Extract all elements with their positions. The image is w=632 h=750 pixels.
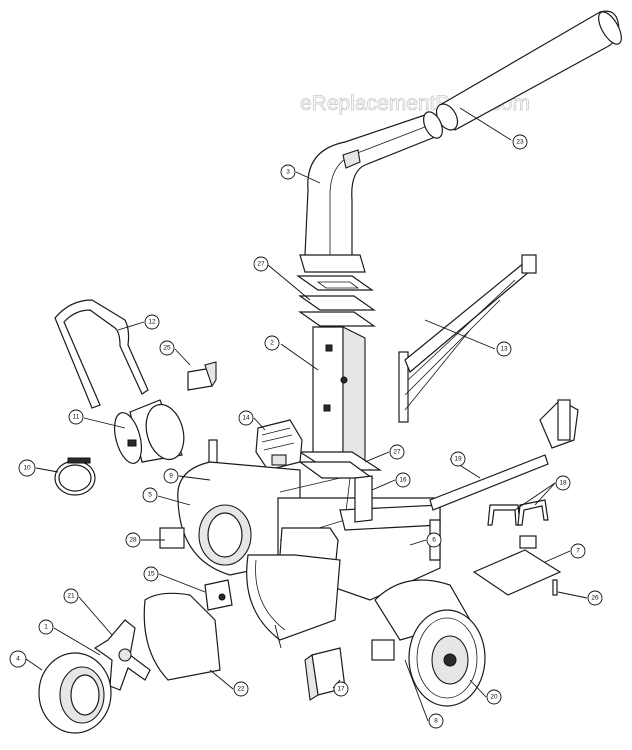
callout-3: 3 (280, 164, 296, 180)
svg-text:5: 5 (148, 492, 152, 499)
callout-19: 19 (450, 451, 466, 467)
callout-27-lower: 27 (389, 444, 405, 460)
callout-18: 18 (555, 475, 571, 491)
callout-14: 14 (238, 410, 254, 426)
engine-part (255, 419, 303, 471)
callout-1-left: 1 (38, 619, 54, 635)
callout-22: 22 (233, 681, 249, 697)
callout-23: 23 (512, 134, 528, 150)
svg-text:6: 6 (432, 537, 436, 544)
callout-27-upper: 27 (253, 256, 269, 272)
svg-text:14: 14 (242, 415, 250, 422)
wheel-fender-part (371, 579, 486, 707)
svg-text:27: 27 (257, 261, 265, 268)
svg-text:10: 10 (23, 465, 31, 472)
svg-text:22: 22 (237, 686, 245, 693)
svg-text:11: 11 (73, 414, 80, 421)
callout-12: 12 (144, 314, 160, 330)
svg-text:18: 18 (559, 480, 567, 487)
callout-13: 13 (496, 341, 512, 357)
svg-text:12: 12 (148, 319, 156, 326)
front-cover-part (38, 652, 112, 734)
curved-shroud-part-22 (143, 592, 221, 681)
svg-text:16: 16 (399, 477, 407, 484)
callout-6: 6 (426, 532, 442, 548)
svg-text:19: 19 (454, 456, 462, 463)
callout-21: 21 (63, 588, 79, 604)
callout-17: 17 (333, 681, 349, 697)
callout-28: 28 (125, 532, 141, 548)
callout-25: 25 (159, 340, 175, 356)
gasket-plates-upper (296, 275, 376, 327)
callout-16: 16 (395, 472, 411, 488)
svg-text:9: 9 (169, 473, 173, 480)
callout-4: 4 (9, 650, 27, 668)
svg-text:28: 28 (129, 537, 137, 544)
svg-text:13: 13 (500, 346, 508, 353)
svg-text:7: 7 (576, 548, 580, 555)
svg-text:8: 8 (434, 718, 438, 725)
svg-text:23: 23 (516, 139, 524, 146)
pin-part (552, 579, 558, 596)
svg-text:4: 4 (16, 656, 20, 663)
boom-arm-part (398, 254, 537, 423)
discharge-tube-part (435, 10, 622, 131)
callout-7: 7 (570, 543, 586, 559)
callout-10: 10 (18, 459, 36, 477)
svg-text:3: 3 (286, 169, 290, 176)
svg-text:17: 17 (337, 686, 345, 693)
svg-text:1: 1 (44, 624, 48, 631)
callout-8: 8 (428, 713, 444, 729)
callout-2: 2 (264, 335, 280, 351)
callout-20: 20 (486, 689, 502, 705)
tow-tongue-part (429, 399, 579, 511)
callout-9: 9 (163, 468, 179, 484)
callout-15: 15 (143, 566, 159, 582)
band-clamp-part (54, 457, 96, 496)
impeller-part (93, 619, 151, 691)
svg-text:21: 21 (67, 593, 75, 600)
svg-text:15: 15 (147, 571, 155, 578)
svg-text:25: 25 (163, 345, 171, 352)
svg-text:26: 26 (591, 595, 599, 602)
svg-text:27: 27 (393, 449, 401, 456)
curved-shroud-part-1 (246, 554, 341, 641)
callout-11: 11 (68, 409, 84, 425)
bracket-part-25 (187, 361, 217, 391)
svg-text:2: 2 (270, 340, 274, 347)
bracket-part-15 (204, 579, 233, 611)
callout-26: 26 (587, 590, 603, 606)
cylinder-housing-part (113, 399, 185, 464)
leader-lines (25, 107, 588, 722)
base-plate-part (472, 535, 562, 596)
u-brackets-part (487, 499, 549, 526)
chute-tower-part (297, 326, 383, 471)
svg-text:20: 20 (490, 694, 498, 701)
handle-part (54, 299, 149, 409)
chute-elbow-part (299, 111, 443, 273)
callout-5: 5 (142, 487, 158, 503)
